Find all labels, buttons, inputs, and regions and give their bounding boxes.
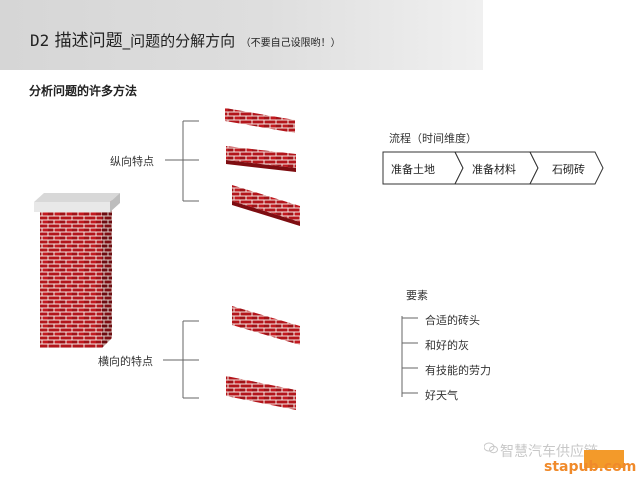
flow-step-1: 准备土地 — [391, 163, 435, 176]
element-item: 好天气 — [425, 389, 458, 402]
brick-strip-top — [225, 108, 295, 133]
elements-title: 要素 — [406, 289, 428, 302]
flow-step-3: 石砌砖 — [552, 163, 585, 176]
flow-chevrons — [382, 151, 604, 185]
title-note: （不要自己设限哟！） — [240, 38, 341, 49]
watermark-cn: 智慧汽车供应链 — [500, 444, 598, 460]
element-item: 有技能的劳力 — [425, 364, 491, 377]
vertical-features-label: 纵向特点 — [110, 155, 154, 168]
brick-strip-bottom — [232, 185, 300, 226]
brick-strip-middle — [226, 146, 296, 172]
title-main: 描述问题 — [54, 31, 123, 51]
flow-title: 流程（时间维度） — [389, 132, 477, 145]
flow-step-2: 准备材料 — [472, 163, 516, 176]
title-subtitle: _问题的分解方向 — [122, 32, 236, 50]
methods-heading: 分析问题的许多方法 — [29, 84, 138, 98]
brick-strip-h-bottom — [226, 376, 296, 410]
elements-tree — [401, 316, 418, 397]
horizontal-features-label: 横向的特点 — [98, 355, 153, 368]
title-bar — [0, 0, 483, 70]
element-item: 和好的灰 — [425, 339, 469, 352]
title-code: D2 — [30, 31, 50, 50]
slide-title: D2 描述问题_问题的分解方向 （不要自己设限哟！） — [30, 26, 341, 51]
element-item: 合适的砖头 — [425, 314, 480, 327]
brick-strip-h-top — [232, 306, 300, 345]
vertical-bracket — [165, 120, 199, 202]
wechat-icon — [484, 442, 498, 454]
watermark-box — [584, 450, 624, 468]
horizontal-bracket — [163, 320, 199, 399]
watermark-en: stapub.com — [544, 459, 637, 475]
brick-wall — [34, 193, 120, 348]
